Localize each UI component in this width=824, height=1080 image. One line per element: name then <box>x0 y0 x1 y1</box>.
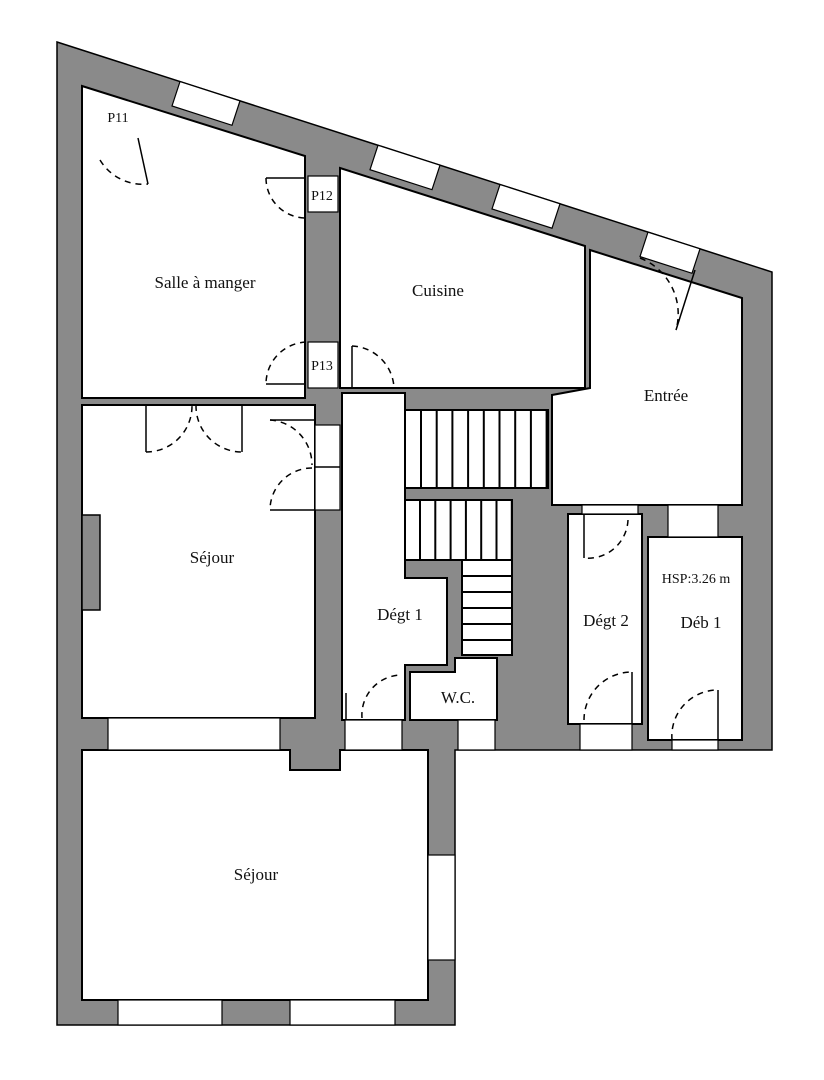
label-salle-a-manger: Salle à manger <box>154 273 255 292</box>
staircase <box>404 409 549 656</box>
label-degt2: Dégt 2 <box>583 611 629 630</box>
window <box>639 231 701 275</box>
label-sejour-upper: Séjour <box>190 548 235 567</box>
label-cuisine: Cuisine <box>412 281 464 300</box>
label-entree: Entrée <box>644 386 688 405</box>
fireplace <box>81 514 101 611</box>
window <box>491 183 561 229</box>
windows <box>107 80 719 1026</box>
label-door-p13: P13 <box>311 359 333 374</box>
window <box>171 80 241 127</box>
room-salle-a-manger <box>81 84 306 399</box>
room-entree <box>551 248 743 506</box>
label-wc: W.C. <box>441 688 475 707</box>
label-door-p11: P11 <box>107 111 128 126</box>
label-ceiling-height: HSP:3.26 m <box>662 572 731 587</box>
window <box>369 144 441 191</box>
room-sejour-upper <box>81 404 316 719</box>
label-degt1: Dégt 1 <box>377 605 423 624</box>
room-deb1 <box>647 536 743 741</box>
label-door-p12: P12 <box>311 189 333 204</box>
door-swings <box>99 137 719 741</box>
label-sejour-lower: Séjour <box>234 865 279 884</box>
label-deb1: Déb 1 <box>680 613 721 632</box>
room-wc <box>409 657 498 721</box>
